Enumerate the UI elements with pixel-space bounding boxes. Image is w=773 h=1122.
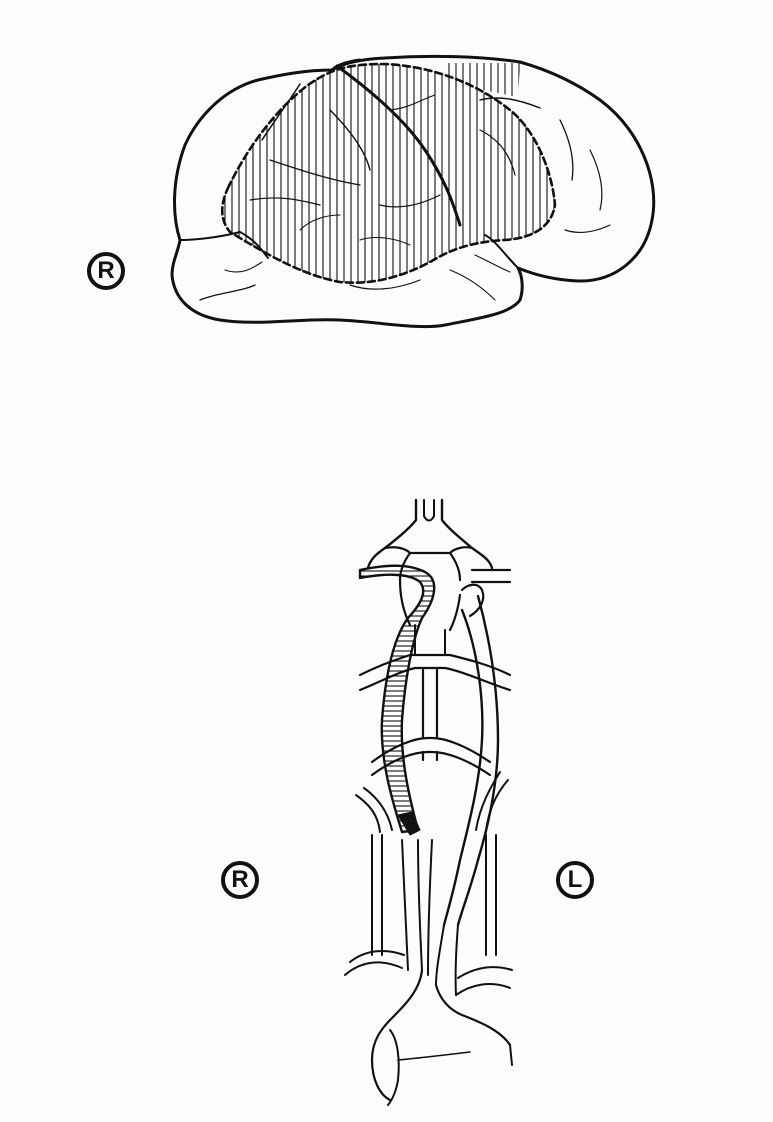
brain-lateral-view bbox=[172, 55, 654, 327]
brainstem-arteries-view bbox=[345, 500, 512, 1105]
right-side-label-bottom: R bbox=[221, 861, 259, 899]
left-side-label-bottom: L bbox=[556, 861, 594, 899]
right-side-label-top: R bbox=[87, 252, 125, 290]
